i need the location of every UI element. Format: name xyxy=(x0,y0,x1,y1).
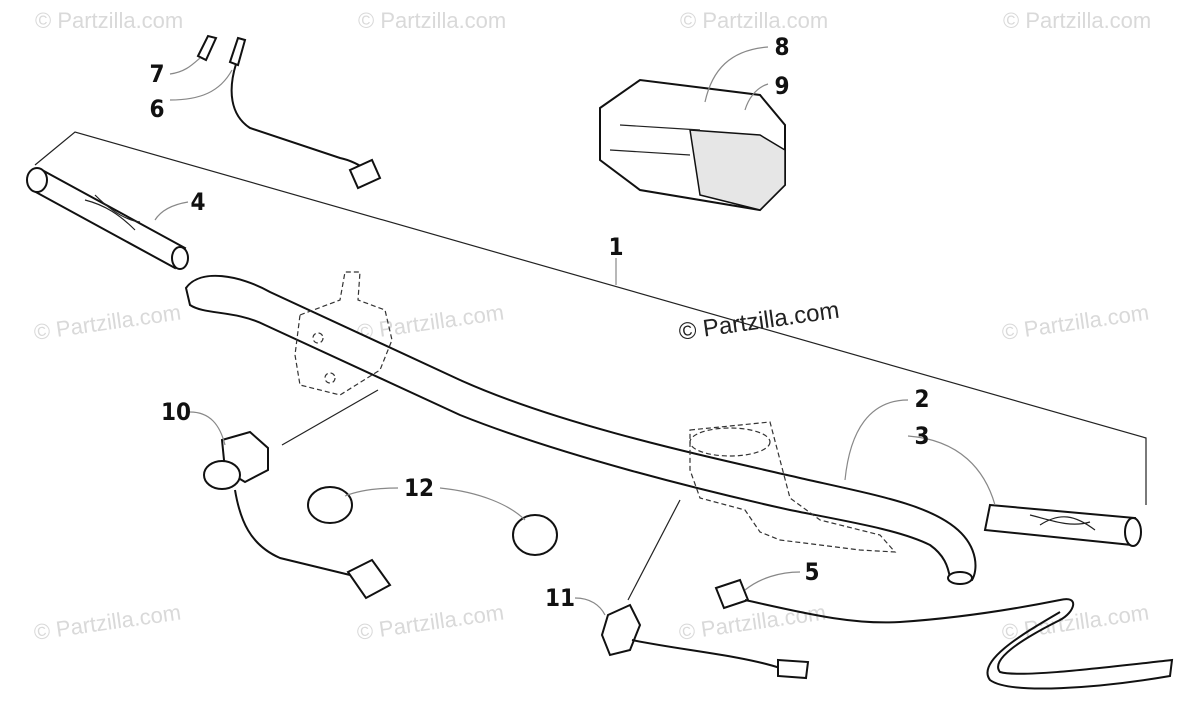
callout-9: 9 xyxy=(774,72,789,100)
watermark-layer: © Partzilla.com © Partzilla.com © Partzi… xyxy=(32,8,1151,645)
clamps xyxy=(307,486,558,556)
callout-6: 6 xyxy=(149,95,164,123)
handlebar-pad xyxy=(599,78,786,212)
watermark: © Partzilla.com xyxy=(1003,8,1151,33)
watermark: © Partzilla.com xyxy=(32,300,182,345)
callout-8: 8 xyxy=(774,33,789,61)
callout-10: 10 xyxy=(161,398,191,426)
watermark: © Partzilla.com xyxy=(35,8,183,33)
assembly-bracket-line xyxy=(34,131,1147,505)
callout-1: 1 xyxy=(608,233,623,261)
callout-12: 12 xyxy=(404,474,434,502)
leader-lines xyxy=(154,46,996,616)
callout-7: 7 xyxy=(149,60,164,88)
callout-2: 2 xyxy=(914,385,929,413)
brake-master-cylinder-dashed xyxy=(627,421,897,601)
callout-4: 4 xyxy=(190,188,205,216)
callout-3: 3 xyxy=(914,422,929,450)
watermark: © Partzilla.com xyxy=(1000,300,1150,345)
watermark: © Partzilla.com xyxy=(355,300,505,345)
heater-switch-right xyxy=(600,603,810,680)
heater-harness xyxy=(714,578,1174,690)
grip-heater-element xyxy=(196,34,382,190)
watermark: © Partzilla.com xyxy=(358,8,506,33)
watermark: © Partzilla.com xyxy=(355,600,505,645)
callout-5: 5 xyxy=(804,558,819,586)
heater-switch-left xyxy=(203,430,392,600)
callout-labels: 1 2 3 4 5 6 7 8 9 10 11 12 xyxy=(149,33,929,612)
handlebar xyxy=(184,274,977,585)
watermark: © Partzilla.com xyxy=(680,8,828,33)
watermark: © Partzilla.com xyxy=(677,600,827,645)
copyright-text: © Partzilla.com xyxy=(677,297,841,346)
watermark: © Partzilla.com xyxy=(32,600,182,645)
left-grip xyxy=(26,167,189,270)
right-grip xyxy=(983,503,1142,547)
left-switch-housing-dashed xyxy=(281,271,393,446)
callout-11: 11 xyxy=(545,584,575,612)
